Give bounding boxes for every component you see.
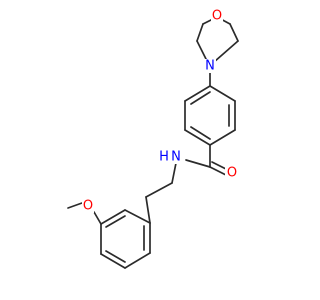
oxygen-atom-methoxy: O (83, 199, 93, 214)
propyl-chain (145, 162, 177, 224)
benzene-ring-bottom (100, 209, 151, 269)
methoxy-group (67, 202, 102, 225)
nitrogen-atom-morpholine: N (205, 59, 215, 74)
nitrogen-atom-amide: N (171, 150, 181, 165)
oxygen-atom-carbonyl: O (227, 166, 237, 181)
hydrogen-atom-amide: H (159, 150, 169, 165)
carbonyl-group (185, 144, 229, 176)
oxygen-atom-morpholine: O (212, 9, 222, 24)
atom-labels: O N O N H O (82, 9, 237, 214)
molecule-canvas: O N O N H O (67, 9, 239, 269)
structure-diagram: O N O N H O (67, 9, 239, 269)
benzene-ring-top (184, 85, 236, 146)
morpholine-ring (196, 16, 239, 63)
